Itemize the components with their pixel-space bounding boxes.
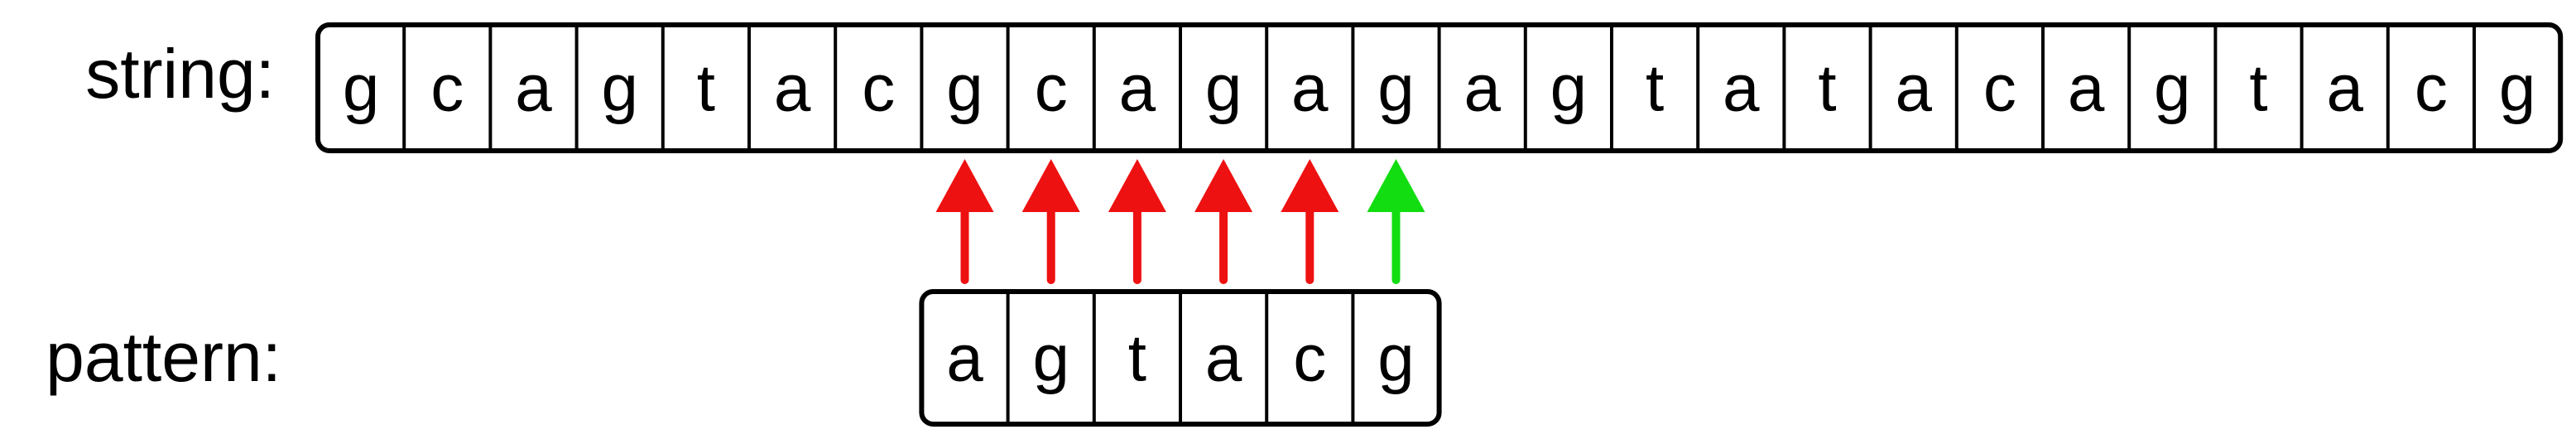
string-label: string: [85, 35, 275, 113]
string-cell: g [1377, 51, 1415, 125]
string-cell: c [2415, 51, 2448, 125]
string-cell: a [1291, 51, 1329, 125]
arrow-head [1367, 159, 1425, 212]
string-cell: g [2499, 51, 2536, 125]
string-cell: a [515, 51, 552, 125]
pattern-cell: a [1205, 321, 1242, 395]
string-cell: t [697, 51, 715, 125]
string-cell: t [1818, 51, 1836, 125]
string-cell: c [430, 51, 464, 125]
string-cell: g [601, 51, 638, 125]
string-cell: a [1119, 51, 1156, 125]
pattern-cell: g [1032, 321, 1069, 395]
mismatch-arrow [1021, 159, 1080, 284]
string-cell: g [343, 51, 380, 125]
string-cell: t [1646, 51, 1664, 125]
mismatch-arrow [1108, 159, 1166, 284]
pattern-cell: a [946, 321, 983, 395]
string-cell: g [2154, 51, 2191, 125]
comparison-arrows [935, 159, 1425, 284]
pattern-cell: g [1377, 321, 1415, 395]
mismatch-arrow [1194, 159, 1253, 284]
arrow-head [1194, 159, 1253, 212]
string-cell: t [2249, 51, 2267, 125]
string-cell: g [1205, 51, 1242, 125]
string-cell: a [2326, 51, 2363, 125]
mismatch-arrow [935, 159, 994, 284]
arrow-head [1281, 159, 1339, 212]
arrow-head [935, 159, 994, 212]
pattern-cell: t [1128, 321, 1146, 395]
mismatch-arrow [1281, 159, 1339, 284]
string-cell: g [946, 51, 983, 125]
pattern-cell: c [1293, 321, 1326, 395]
match-arrow [1367, 159, 1425, 284]
string-cell: g [1550, 51, 1588, 125]
string-cell: a [2068, 51, 2105, 125]
string-cell: c [862, 51, 895, 125]
arrow-head [1021, 159, 1080, 212]
string-cell: a [1723, 51, 1760, 125]
string-cell: a [774, 51, 811, 125]
string-cell: c [1983, 51, 2016, 125]
string-cell: a [1895, 51, 1932, 125]
arrow-head [1108, 159, 1166, 212]
string-cell: a [1463, 51, 1501, 125]
string-cell: c [1035, 51, 1068, 125]
pattern-label: pattern: [46, 318, 281, 396]
